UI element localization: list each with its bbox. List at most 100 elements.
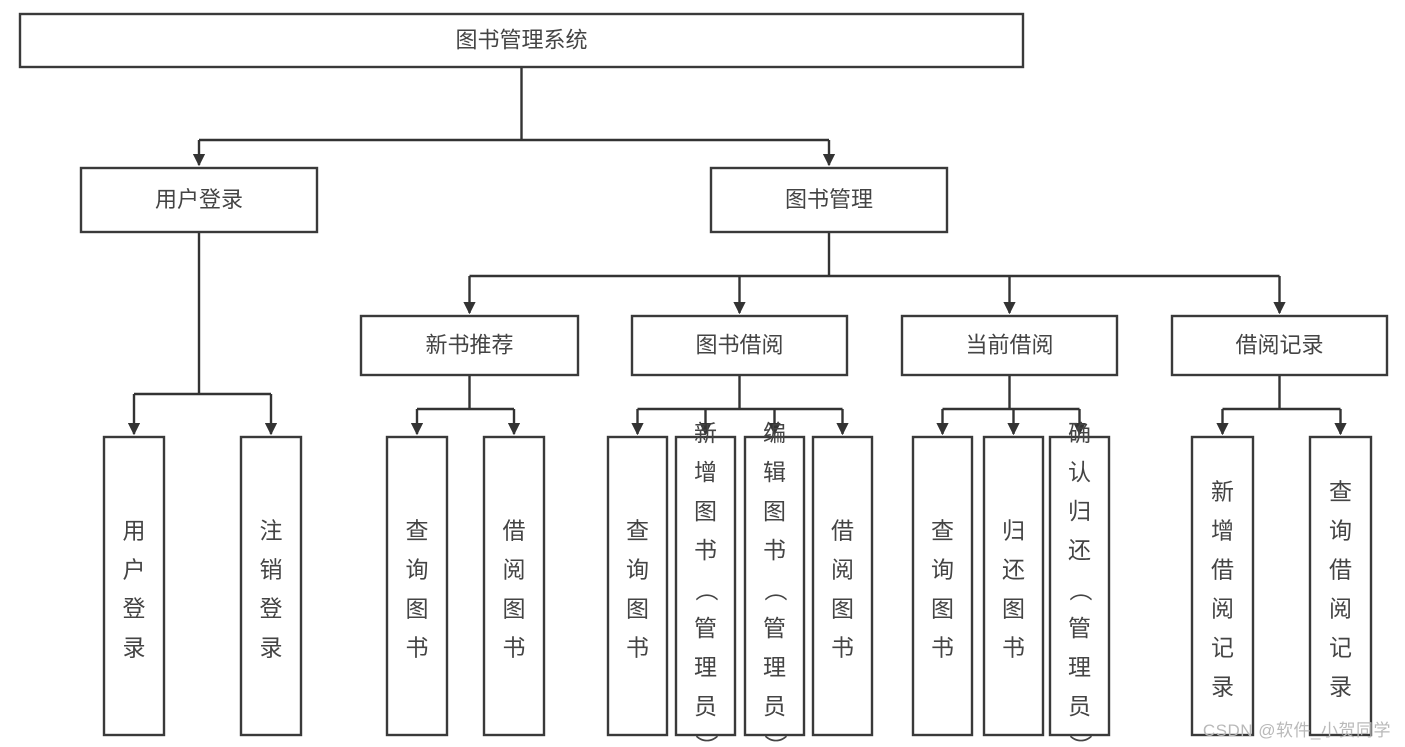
node-leaf-add-book-admin-box[interactable] <box>674 435 737 737</box>
node-leaf-query-book-2-box[interactable] <box>606 435 669 737</box>
svg-text:图: 图 <box>763 498 786 524</box>
node-new-book-recommend-box[interactable] <box>359 314 580 377</box>
node-leaf-query-borrow-record-box[interactable] <box>1308 435 1373 737</box>
edge-book-borrow-to-leaves <box>631 375 849 436</box>
svg-text:阅: 阅 <box>831 556 854 582</box>
svg-text:理: 理 <box>1068 654 1091 680</box>
svg-text:书: 书 <box>763 537 786 563</box>
svg-text:理: 理 <box>763 654 786 680</box>
svg-text:辑: 辑 <box>763 459 786 485</box>
node-leaf-edit-book-admin-box[interactable] <box>743 435 806 737</box>
edge-new-book-recommend-to-leaves <box>410 375 521 436</box>
svg-text:登: 登 <box>123 595 146 621</box>
svg-text:）: ） <box>1068 734 1094 747</box>
svg-text:图: 图 <box>694 498 717 524</box>
svg-text:还: 还 <box>1068 537 1091 563</box>
node-borrow-record-box[interactable] <box>1170 314 1389 377</box>
svg-text:阅: 阅 <box>503 556 526 582</box>
svg-text:员: 员 <box>763 693 786 719</box>
node-book-borrow-box[interactable] <box>630 314 849 377</box>
svg-text:查: 查 <box>406 517 429 543</box>
node-book-borrow-label: 图书借阅 <box>695 332 783 357</box>
svg-text:查: 查 <box>931 517 954 543</box>
svg-text:（: （ <box>763 578 789 601</box>
svg-text:归: 归 <box>1068 498 1091 524</box>
nodes-layer: 图书管理系统用户登录图书管理新书推荐图书借阅当前借阅借阅记录用户登录注销登录查询… <box>18 12 1389 747</box>
svg-text:书: 书 <box>503 634 526 660</box>
node-leaf-user-login-box[interactable] <box>102 435 166 737</box>
svg-text:新: 新 <box>694 420 717 446</box>
node-leaf-borrow-book-2-box[interactable] <box>811 435 874 737</box>
svg-text:书: 书 <box>626 634 649 660</box>
node-new-book-recommend-label: 新书推荐 <box>425 332 513 357</box>
svg-text:阅: 阅 <box>1329 595 1352 621</box>
svg-text:图: 图 <box>831 595 854 621</box>
svg-text:录: 录 <box>1329 673 1352 699</box>
edge-borrow-record-to-leaves <box>1216 375 1347 436</box>
svg-text:查: 查 <box>1329 478 1352 504</box>
svg-text:）: ） <box>694 734 720 747</box>
node-leaf-logout-login-box[interactable] <box>239 435 303 737</box>
node-current-borrow-box[interactable] <box>900 314 1119 377</box>
node-leaf-confirm-return-admin-box[interactable] <box>1048 435 1111 737</box>
svg-text:借: 借 <box>1211 556 1234 582</box>
svg-text:借: 借 <box>831 517 854 543</box>
svg-text:增: 增 <box>1211 517 1234 543</box>
svg-text:记: 记 <box>1329 634 1352 660</box>
svg-text:阅: 阅 <box>1211 595 1234 621</box>
svg-text:理: 理 <box>694 654 717 680</box>
svg-text:书: 书 <box>406 634 429 660</box>
svg-text:销: 销 <box>260 556 283 582</box>
svg-text:书: 书 <box>931 634 954 660</box>
svg-text:用: 用 <box>123 517 146 543</box>
node-leaf-add-borrow-record-box[interactable] <box>1190 435 1255 737</box>
svg-text:管: 管 <box>694 615 717 641</box>
node-user-login-label: 用户登录 <box>155 187 243 212</box>
svg-text:询: 询 <box>931 556 954 582</box>
svg-text:确: 确 <box>1068 420 1091 446</box>
svg-text:录: 录 <box>1211 673 1234 699</box>
svg-text:（: （ <box>1068 578 1094 601</box>
svg-text:员: 员 <box>1068 693 1091 719</box>
svg-text:记: 记 <box>1211 634 1234 660</box>
node-leaf-borrow-book-1-box[interactable] <box>482 435 546 737</box>
svg-text:登: 登 <box>260 595 283 621</box>
node-leaf-query-book-1-box[interactable] <box>385 435 449 737</box>
edge-root-to-level2 <box>192 67 836 167</box>
edges-layer <box>127 67 1347 436</box>
svg-text:录: 录 <box>260 634 283 660</box>
node-leaf-return-book-box[interactable] <box>982 435 1045 737</box>
svg-text:查: 查 <box>626 517 649 543</box>
svg-text:录: 录 <box>123 634 146 660</box>
svg-text:图: 图 <box>626 595 649 621</box>
node-root-label: 图书管理系统 <box>455 27 587 52</box>
node-root-box[interactable] <box>18 12 1025 69</box>
svg-text:员: 员 <box>694 693 717 719</box>
svg-text:户: 户 <box>123 556 146 582</box>
svg-text:增: 增 <box>694 459 717 485</box>
svg-text:询: 询 <box>406 556 429 582</box>
svg-text:书: 书 <box>694 537 717 563</box>
svg-text:新: 新 <box>1211 478 1234 504</box>
node-book-management-box[interactable] <box>709 166 949 234</box>
node-leaf-query-book-3-box[interactable] <box>911 435 974 737</box>
svg-text:询: 询 <box>1329 517 1352 543</box>
node-current-borrow-label: 当前借阅 <box>965 332 1053 357</box>
svg-text:）: ） <box>763 734 789 747</box>
svg-text:借: 借 <box>503 517 526 543</box>
node-user-login-box[interactable] <box>79 166 319 234</box>
svg-text:编: 编 <box>763 420 786 446</box>
svg-text:图: 图 <box>503 595 526 621</box>
svg-text:管: 管 <box>763 615 786 641</box>
svg-text:注: 注 <box>260 517 283 543</box>
